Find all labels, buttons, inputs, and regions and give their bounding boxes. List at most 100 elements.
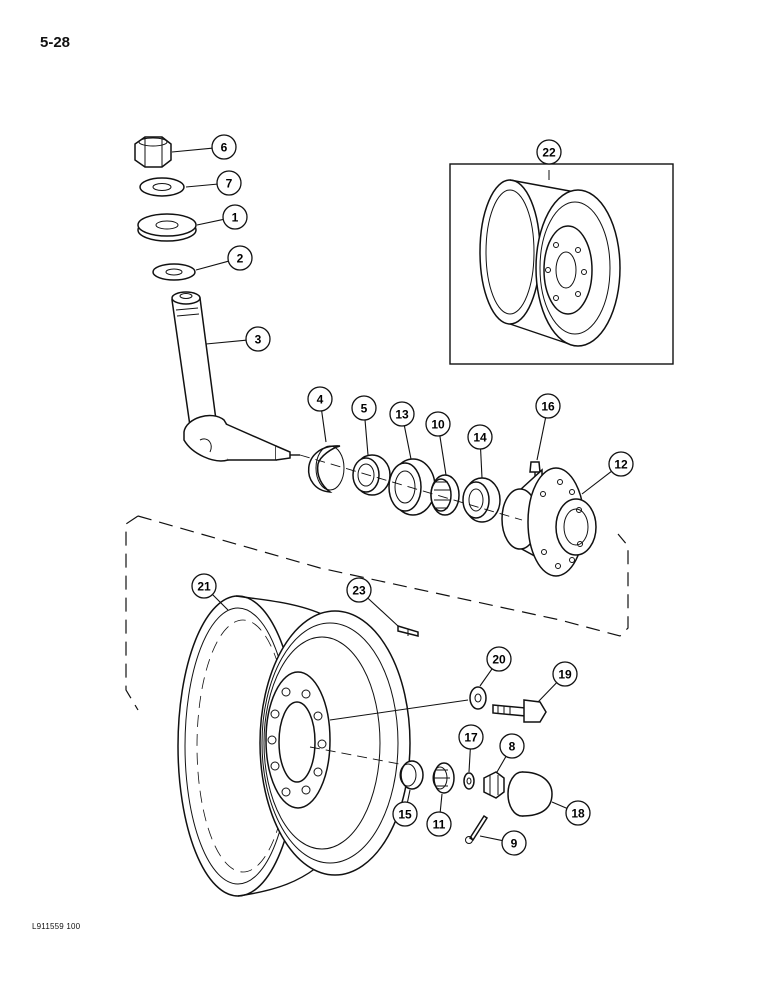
callout-circle-21	[191, 573, 217, 599]
callout-label-9: 9	[511, 837, 518, 851]
washer-2	[152, 263, 196, 281]
callout-label-20: 20	[492, 653, 506, 667]
hub-12	[501, 467, 597, 577]
cap-18	[507, 771, 553, 817]
leader-line-13	[403, 425, 412, 460]
phantom-boundary	[125, 515, 629, 711]
callout-label-21: 21	[197, 580, 211, 594]
castle-nut-8	[483, 771, 505, 799]
callout-circle-10	[425, 411, 451, 437]
leader-line-6	[171, 147, 213, 153]
callout-label-5: 5	[361, 402, 368, 416]
washer-20	[469, 686, 487, 710]
inset-wheel-22	[479, 170, 621, 347]
pin-9	[465, 814, 489, 844]
callout-circle-2	[227, 245, 253, 271]
leader-line-18	[551, 801, 568, 809]
washer-1	[137, 213, 197, 242]
leader-line-15	[406, 789, 411, 803]
callout-circle-5	[351, 395, 377, 421]
leader-lines	[171, 147, 612, 842]
page-number: 5-28	[40, 34, 71, 51]
callout-label-18: 18	[571, 807, 585, 821]
bolt-line	[329, 699, 469, 721]
callout-label-11: 11	[433, 818, 446, 832]
leader-line-7	[185, 183, 218, 188]
callout-label-2: 2	[237, 252, 244, 266]
callout-label-14: 14	[473, 431, 487, 445]
callout-label-10: 10	[431, 418, 445, 432]
leader-line-8	[496, 756, 507, 773]
spindle-3	[171, 291, 300, 462]
bolt-19	[492, 699, 547, 723]
callout-circle-13	[389, 401, 415, 427]
callout-label-12: 12	[614, 458, 628, 472]
leader-line-5	[364, 419, 369, 456]
cone-10	[430, 474, 460, 516]
callout-circle-4	[307, 386, 333, 412]
callout-circle-18	[565, 800, 591, 826]
leader-line-21	[212, 594, 229, 611]
leader-line-2	[195, 260, 229, 271]
cone-11	[432, 762, 455, 794]
leader-line-9	[479, 835, 503, 842]
leader-line-17	[468, 748, 471, 773]
inset-frame	[449, 163, 674, 365]
callout-circle-17	[458, 724, 484, 750]
hub-axis	[309, 746, 411, 767]
callout-circle-23	[346, 577, 372, 603]
leader-line-10	[439, 435, 447, 476]
wheel-21	[177, 595, 411, 897]
callout-label-22: 22	[542, 146, 556, 160]
washer-7	[139, 177, 185, 197]
callout-circle-19	[552, 661, 578, 687]
callout-label-8: 8	[509, 740, 516, 754]
callout-circle-20	[486, 646, 512, 672]
callout-circle-22	[536, 139, 562, 165]
callout-label-7: 7	[226, 177, 233, 191]
cup-14	[462, 477, 501, 523]
leader-line-3	[205, 339, 247, 345]
leader-line-16	[536, 417, 547, 461]
leader-line-1	[196, 218, 224, 226]
seal-13	[388, 458, 436, 516]
callout-circle-16	[535, 393, 561, 419]
callout-circle-12	[608, 451, 634, 477]
callout-label-23: 23	[352, 584, 366, 598]
callout-circle-11	[426, 811, 452, 837]
callout-circle-3	[245, 326, 271, 352]
callout-label-16: 16	[541, 400, 555, 414]
document-code: L911559 100	[32, 922, 81, 931]
leader-line-14	[480, 448, 483, 479]
callout-circle-6	[211, 134, 237, 160]
callout-circle-8	[499, 733, 525, 759]
callout-circle-15	[392, 801, 418, 827]
callout-label-1: 1	[232, 211, 239, 225]
washer-17	[463, 772, 475, 790]
axis-line	[299, 454, 523, 521]
callout-label-17: 17	[464, 731, 478, 745]
leader-line-19	[537, 682, 558, 703]
leader-line-20	[479, 668, 493, 687]
callout-label-15: 15	[398, 808, 412, 822]
seal-4	[307, 445, 345, 493]
leader-line-23	[367, 597, 399, 627]
leader-line-12	[581, 470, 612, 495]
callout-circle-9	[501, 830, 527, 856]
callout-label-3: 3	[255, 333, 262, 347]
callout-label-4: 4	[317, 393, 324, 407]
callout-label-19: 19	[558, 668, 572, 682]
callout-label-6: 6	[221, 141, 228, 155]
stud-23	[397, 624, 419, 637]
nut-6	[134, 136, 172, 168]
callout-circle-14	[467, 424, 493, 450]
callout-label-13: 13	[395, 408, 409, 422]
leader-line-11	[439, 793, 443, 813]
leader-line-4	[321, 410, 327, 443]
callout-circle-1	[222, 204, 248, 230]
callout-circle-7	[216, 170, 242, 196]
cup-5	[352, 454, 391, 496]
cup-15	[399, 760, 424, 790]
